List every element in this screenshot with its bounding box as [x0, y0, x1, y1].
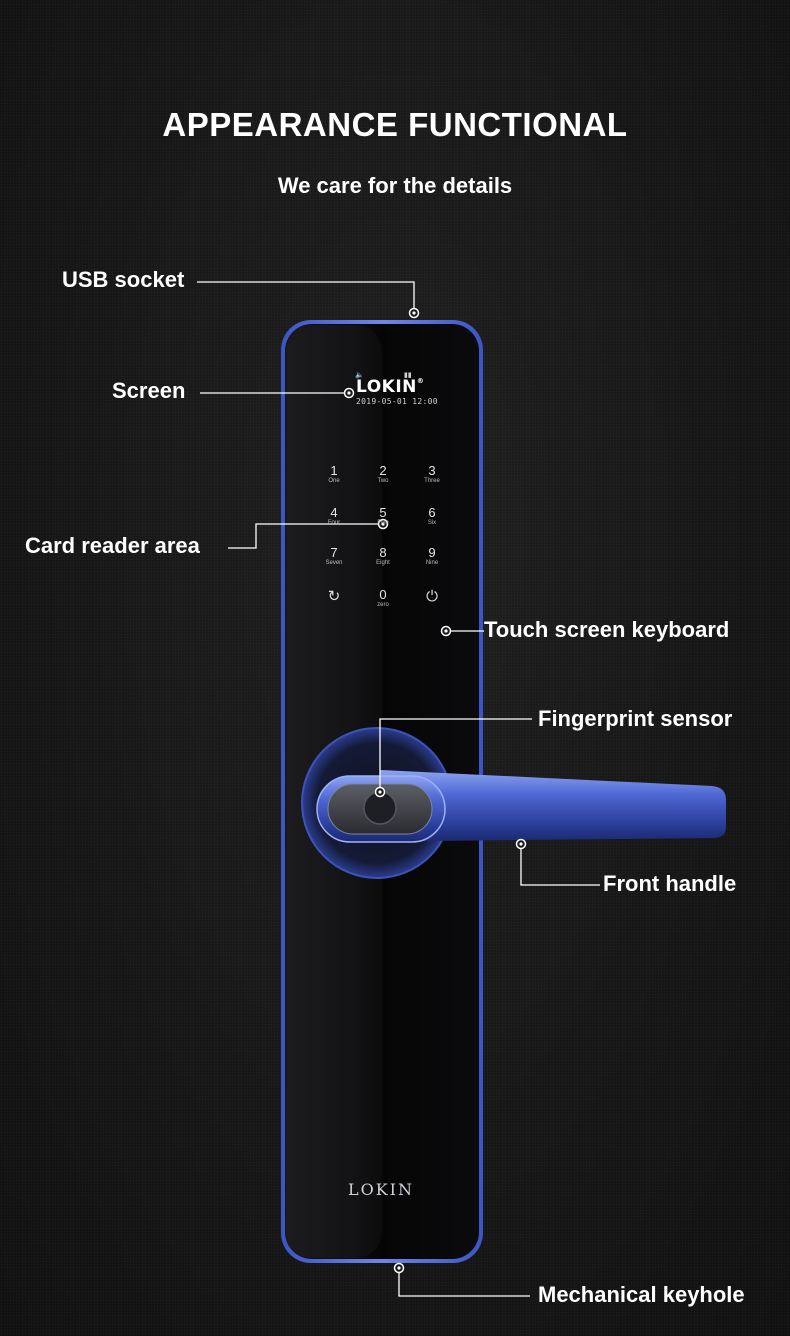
callout-lines	[197, 281, 600, 1297]
callout-line-usb	[197, 281, 415, 312]
callout-line-card	[228, 523, 383, 549]
callout-line-handle	[520, 844, 600, 886]
label-keyhole: Mechanical keyhole	[538, 1282, 745, 1307]
battery-icon: ▮▮	[404, 371, 412, 379]
page-subtitle: We care for the details	[277, 173, 513, 198]
label-front-handle: Front handle	[603, 871, 737, 896]
label-usb-socket: USB socket	[62, 267, 185, 292]
callout-dots	[343, 307, 527, 1274]
speaker-icon: 🔈	[355, 371, 364, 379]
power-icon[interactable]: ⏻	[426, 587, 438, 605]
label-card-reader: Card reader area	[25, 533, 200, 558]
page-title: APPEARANCE FUNCTIONAL	[162, 106, 628, 143]
screen-logo: LOKIN®	[356, 377, 425, 397]
label-touch-keyboard: Touch screen keyboard	[484, 617, 730, 642]
label-fingerprint: Fingerprint sensor	[538, 706, 733, 731]
label-screen: Screen	[112, 378, 186, 403]
refresh-icon[interactable]: ↻	[327, 587, 341, 605]
screen-datetime: 2019-05-01 12:00	[356, 397, 438, 406]
callout-line-fingerprint	[379, 718, 532, 791]
handle-lever	[380, 770, 726, 842]
brand-logo: LOKIN	[347, 1180, 414, 1199]
callout-line-keyhole	[398, 1268, 530, 1297]
